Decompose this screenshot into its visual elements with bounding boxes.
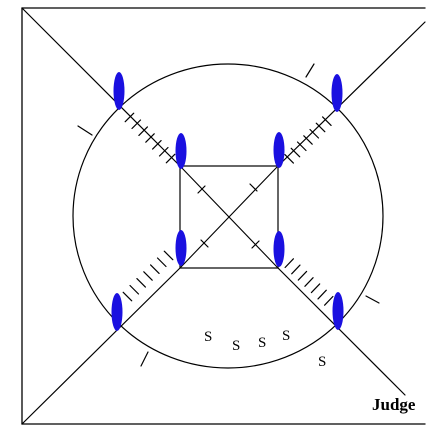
circle-tick (140, 351, 149, 367)
circle-tick (365, 295, 380, 304)
hash-tick (156, 257, 167, 268)
hash-tick (324, 295, 334, 306)
judge-label: Judge (372, 395, 416, 414)
hash-tick (297, 270, 308, 281)
s-label: S (258, 335, 266, 351)
hash-tick (315, 122, 326, 133)
s-label: S (232, 338, 240, 354)
hash-tick (296, 141, 307, 152)
circle-tick (77, 125, 93, 136)
inner-diagonal-b (179, 165, 279, 269)
hash-tick (138, 126, 148, 136)
hash-tick (317, 289, 327, 300)
blue-oval-marker (273, 132, 285, 168)
circle-ticks (77, 63, 380, 367)
hash-tick (143, 271, 153, 281)
blue-oval-marker (175, 230, 187, 266)
blue-oval-marker (332, 292, 344, 330)
hash-tick (304, 277, 314, 287)
hash-tick (129, 284, 140, 295)
hash-tick (290, 147, 301, 158)
hash-tick (165, 153, 176, 164)
hash-tick (131, 119, 142, 130)
diagonal-bottom-left (21, 267, 181, 425)
diagonal-top-left (21, 7, 181, 167)
hash-tick (136, 278, 146, 288)
blue-oval-marker (331, 74, 343, 112)
s-label: S (282, 328, 290, 344)
inner-tick (197, 185, 206, 194)
hash-tick (122, 291, 133, 302)
blue-oval-marker (113, 72, 125, 110)
hash-tick (303, 135, 313, 145)
diagonal-top-right (277, 21, 426, 167)
hash-tick (309, 128, 320, 139)
diagonal-hash-ticks (122, 112, 334, 306)
inner-tick (251, 240, 260, 249)
hash-tick (291, 264, 301, 275)
s-label: S (204, 329, 212, 345)
hash-tick (284, 258, 294, 269)
circle-tick (305, 63, 315, 78)
marker-group (111, 72, 344, 331)
hash-tick (163, 250, 174, 261)
hash-tick (145, 133, 155, 143)
hash-tick (150, 264, 160, 274)
blue-oval-marker (175, 133, 187, 169)
inner-square (179, 165, 279, 269)
inner-tick (249, 183, 258, 192)
hash-tick (124, 112, 135, 123)
hash-tick (152, 140, 162, 150)
inner-tick (200, 239, 209, 248)
hash-tick (310, 283, 321, 294)
inner-diagonal-ticks (197, 183, 260, 249)
hash-tick (322, 116, 332, 127)
outer-circle (72, 63, 384, 369)
hash-tick (284, 154, 294, 164)
diagonal-bottom-right (277, 267, 406, 396)
s-label: S (318, 354, 326, 370)
hash-tick (158, 146, 169, 157)
blue-oval-marker (273, 231, 285, 267)
blue-oval-marker (111, 293, 123, 331)
